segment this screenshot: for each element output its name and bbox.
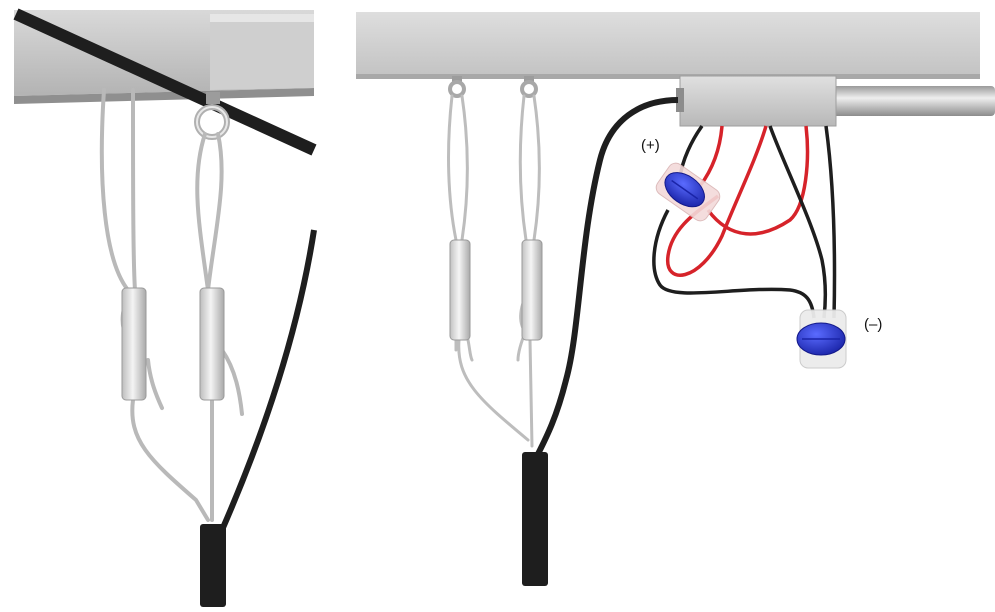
eye-hook xyxy=(194,92,230,140)
eye-hook xyxy=(448,76,466,98)
cable-sheath xyxy=(200,524,226,607)
closeup-svg xyxy=(13,8,317,607)
cable-sheath xyxy=(522,452,548,586)
clamp-tube xyxy=(199,287,225,401)
negative-connector xyxy=(796,309,847,369)
eye-hook xyxy=(520,76,538,98)
wiring-illustration xyxy=(340,0,995,607)
conduit-pipe xyxy=(832,86,995,116)
power-cable xyxy=(533,97,679,460)
black-wires xyxy=(652,124,837,319)
ceiling xyxy=(356,12,980,78)
wiring-svg xyxy=(356,12,995,586)
overhead-black-cable xyxy=(13,8,317,156)
positive-connector xyxy=(655,162,721,222)
closeup-illustration xyxy=(0,0,330,607)
ceiling xyxy=(14,10,314,104)
power-cable xyxy=(219,229,317,532)
negative-label: (–) xyxy=(864,316,883,333)
junction-box xyxy=(676,75,837,127)
clamp-tube xyxy=(449,239,471,341)
positive-label: (+) xyxy=(641,137,660,154)
clamp-tube xyxy=(521,239,543,341)
clamp-tube xyxy=(121,287,147,401)
